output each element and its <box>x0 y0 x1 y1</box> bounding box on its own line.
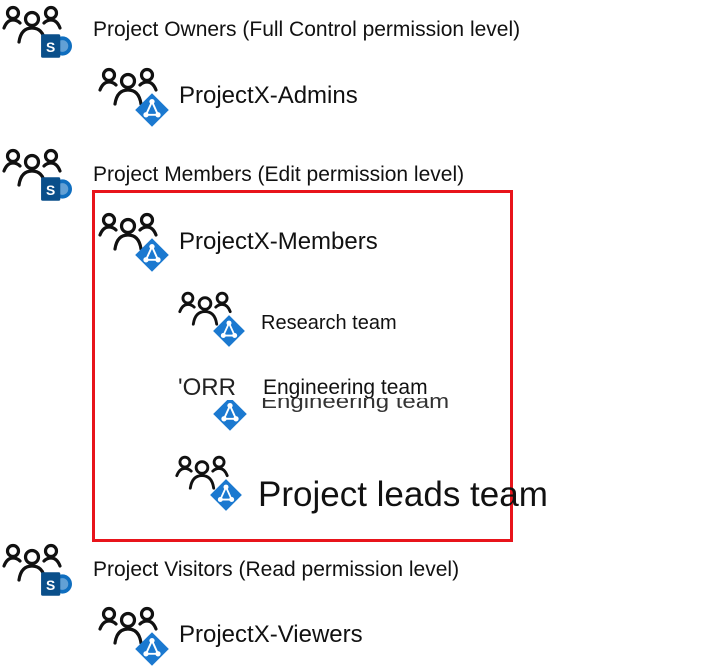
sharepoint-group-icon <box>2 542 82 602</box>
overlap-text: 'ORR <box>178 374 238 401</box>
sharepoint-group-icon <box>2 147 82 207</box>
ad-group-icon <box>178 290 258 352</box>
sharepoint-group-icon <box>2 4 82 64</box>
group-title-members: Project Members (Edit permission level) <box>93 163 465 186</box>
group-title-visitors: Project Visitors (Read permission level) <box>93 558 460 581</box>
ad-group-icon <box>98 605 178 667</box>
subgroup-label-research: Research team <box>261 312 397 334</box>
ad-group-label-members: ProjectX-Members <box>179 228 378 255</box>
group-title-owners: Project Owners (Full Control permission … <box>93 18 521 41</box>
highlight-box <box>92 190 513 542</box>
ad-group-icon <box>175 454 255 516</box>
ad-group-label-admins: ProjectX-Admins <box>179 82 358 109</box>
ad-group-icon <box>212 396 252 436</box>
ad-group-icon <box>98 211 178 273</box>
ad-group-label-viewers: ProjectX-Viewers <box>179 621 363 648</box>
subgroup-label-project-leads: Project leads team <box>258 475 548 514</box>
subgroup-label-engineering: Engineering team <box>261 376 430 399</box>
ad-group-icon <box>98 66 178 128</box>
